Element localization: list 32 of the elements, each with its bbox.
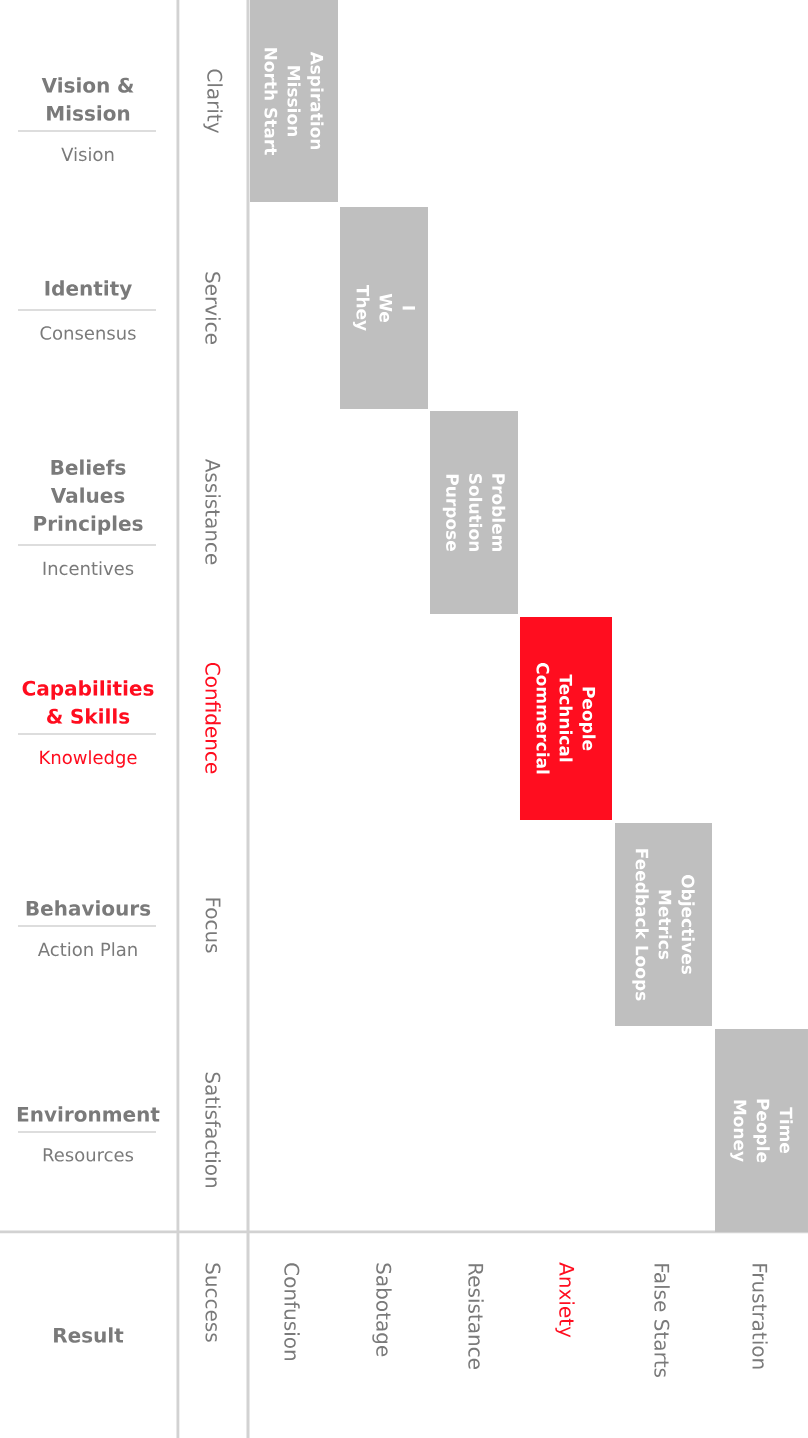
row-label: Clarity: [203, 69, 223, 134]
row-subheading: Consensus: [40, 326, 136, 340]
category-box: Time People Money: [715, 1029, 808, 1232]
category-box: Objectives Metrics Feedback Loops: [615, 823, 712, 1026]
row-subheading: Action Plan: [37, 942, 137, 957]
row-label: Assistance: [205, 458, 221, 565]
result-label: Anxiety: [555, 1262, 575, 1338]
category-box: Aspiration Mission North Start: [250, 0, 338, 202]
result-label: Frustration: [752, 1264, 768, 1369]
row-heading: Environment: [17, 1106, 160, 1122]
category-box: I We They: [340, 207, 428, 409]
result-label: Sabotage: [372, 1263, 392, 1357]
row-heading: Identity: [45, 280, 132, 300]
row-heading: Vision & Mission: [41, 77, 134, 121]
row-label: Service: [205, 272, 221, 344]
result-label: Confusion: [284, 1263, 300, 1360]
category-box: People Technical Commercial: [520, 617, 612, 820]
row-heading: Behaviours: [26, 900, 151, 916]
result-label: False Starts: [654, 1264, 670, 1378]
row-heading: Capabilities & Skills: [22, 680, 154, 724]
category-box: Problem Solution Purpose: [430, 411, 518, 614]
row-subheading: Knowledge: [40, 750, 137, 768]
row-label: Focus: [205, 898, 221, 953]
row-subheading: Incentives: [43, 561, 134, 576]
result-heading: Result: [54, 1327, 124, 1343]
result-label: Success: [205, 1263, 221, 1342]
row-subheading: Resources: [43, 1148, 134, 1162]
row-label: Satisfaction: [205, 1072, 221, 1187]
row-label: Confidence: [205, 662, 221, 774]
result-label: Resistance: [468, 1264, 484, 1369]
row-subheading: Vision: [61, 147, 114, 162]
row-heading: Beliefs Values Principles: [34, 459, 143, 535]
